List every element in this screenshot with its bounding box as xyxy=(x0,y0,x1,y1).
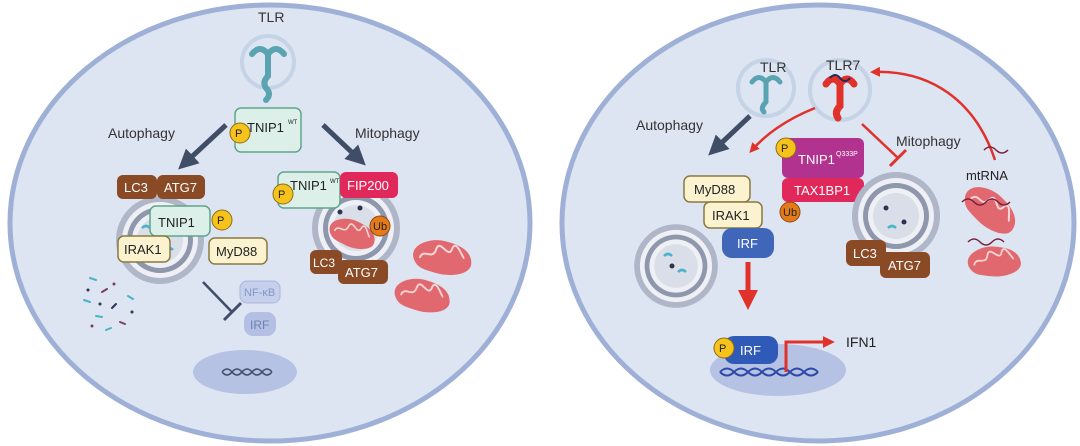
left-atg7-box-b xyxy=(338,260,388,284)
right-ub-label: Ub xyxy=(783,207,797,219)
left-mitophagy-label: Mitophagy xyxy=(355,125,420,141)
right-irf-label: IRF xyxy=(737,236,758,251)
right-dna-icon xyxy=(719,367,819,377)
left-tnip1-inner-label: TNIP1 xyxy=(158,215,195,230)
left-tnip1-top-label: TNIP1 xyxy=(247,120,284,135)
right-irf-nuc-label: IRF xyxy=(740,343,761,358)
right-tlr-label: TLR xyxy=(760,59,786,75)
left-nfkb-box xyxy=(239,280,281,304)
right-lc3-box xyxy=(846,240,886,266)
right-mtrna-label: mtRNA xyxy=(966,168,1008,183)
right-tlr7-receptor-icon xyxy=(822,75,858,122)
left-phospho-badge-inner xyxy=(211,209,233,231)
right-mitophagy-label: Mitophagy xyxy=(896,133,961,149)
left-nucleus xyxy=(193,350,297,394)
left-nfkb-label: NF-κB xyxy=(244,287,275,299)
right-irf-nuc-box xyxy=(724,336,778,364)
right-inhibition-bar xyxy=(888,148,908,168)
right-phospho-nuc-badge xyxy=(713,337,735,359)
left-atg7-label-b: ATG7 xyxy=(345,265,378,280)
right-phospho-badge xyxy=(775,137,797,159)
right-atg7-box xyxy=(880,252,930,278)
right-atg7-label: ATG7 xyxy=(888,258,921,273)
left-phospho-label-right: P xyxy=(278,189,285,201)
left-cell: TLR TNIP1 WT P Autophagy Mitophagy xyxy=(7,2,533,444)
left-autophagy-label: Autophagy xyxy=(108,125,175,141)
left-lc3-box xyxy=(117,175,157,199)
right-lc3-label: LC3 xyxy=(853,246,877,261)
left-phospho-badge-top xyxy=(229,122,251,144)
left-lc3-box-b xyxy=(310,250,342,274)
right-tnip1-mut-sup: Q333P xyxy=(836,151,858,158)
left-inhibition-line xyxy=(202,281,233,313)
right-tlr-receptor-icon xyxy=(749,75,783,115)
right-tax1bp1-box xyxy=(782,178,864,202)
right-irf-box xyxy=(722,228,774,258)
left-cell-membrane xyxy=(7,2,533,444)
left-myd88-label: MyD88 xyxy=(216,244,257,259)
right-tnip1-mut-box xyxy=(782,138,864,178)
left-irf-box xyxy=(244,312,276,336)
right-tlr-endosome xyxy=(736,58,796,118)
left-myd88-box xyxy=(208,237,268,265)
left-fip200-label: FIP200 xyxy=(347,178,389,193)
right-myd88-label: MyD88 xyxy=(694,182,735,197)
left-atg7-label: ATG7 xyxy=(164,180,197,195)
right-mtrna-strand-icon xyxy=(961,146,1011,246)
right-tlr7-rna-icon xyxy=(829,74,851,82)
right-autophagy-label: Autophagy xyxy=(636,117,703,133)
left-degraded-fragments xyxy=(83,277,134,331)
right-ub-badge xyxy=(779,201,801,223)
right-cell: TLR TLR7 Autophagy Mitophagy TNIP1 Q333P… xyxy=(559,2,1077,444)
left-ub-badge xyxy=(369,215,391,237)
left-tlr-receptor-icon xyxy=(249,46,287,103)
left-autophagy-arrow xyxy=(178,123,228,170)
left-atg7-box xyxy=(157,175,205,199)
left-lc3-label: LC3 xyxy=(124,180,148,195)
right-tlr7-to-myd88-arrow xyxy=(749,106,816,153)
right-inhibition-line xyxy=(861,123,899,159)
right-phospho-nuc-label: P xyxy=(719,343,726,355)
right-tlr7-label: TLR7 xyxy=(826,57,860,73)
left-phospho-badge-right xyxy=(272,183,294,205)
left-irak1-box xyxy=(117,235,171,263)
right-autophagosome xyxy=(634,224,718,308)
left-tnip1-right-sup: WT xyxy=(330,179,340,185)
right-tnip1-mut-label: TNIP1 xyxy=(798,152,835,167)
right-mtrna-to-tlr7-arrow xyxy=(870,66,997,161)
left-ub-label: Ub xyxy=(373,221,387,233)
right-ifn1-arrow xyxy=(784,336,835,372)
left-phospho-label-top: P xyxy=(235,128,242,140)
left-mitophagy-arrow xyxy=(321,123,366,166)
right-cell-membrane xyxy=(559,2,1077,444)
left-inhibition-bar xyxy=(222,301,243,322)
left-phospho-label-inner: P xyxy=(217,215,224,227)
right-ifn1-label: IFN1 xyxy=(846,334,877,350)
right-phospho-label: P xyxy=(781,143,788,155)
left-dna-icon xyxy=(221,368,273,376)
right-autophagy-arrow xyxy=(708,114,752,156)
left-tlr-label: TLR xyxy=(258,9,284,25)
left-fip200-box xyxy=(340,172,398,198)
right-tax1bp1-label: TAX1BP1 xyxy=(794,183,850,198)
left-irf-label: IRF xyxy=(250,318,269,332)
right-irak1-label: IRAK1 xyxy=(712,208,750,223)
left-tnip1-top-sup: WT xyxy=(288,120,298,126)
left-irak1-label: IRAK1 xyxy=(124,242,162,257)
left-tnip1-right-label: TNIP1 xyxy=(290,178,327,193)
left-tnip1-inner-box xyxy=(149,205,211,237)
left-lc3-label-b: LC3 xyxy=(313,256,335,270)
